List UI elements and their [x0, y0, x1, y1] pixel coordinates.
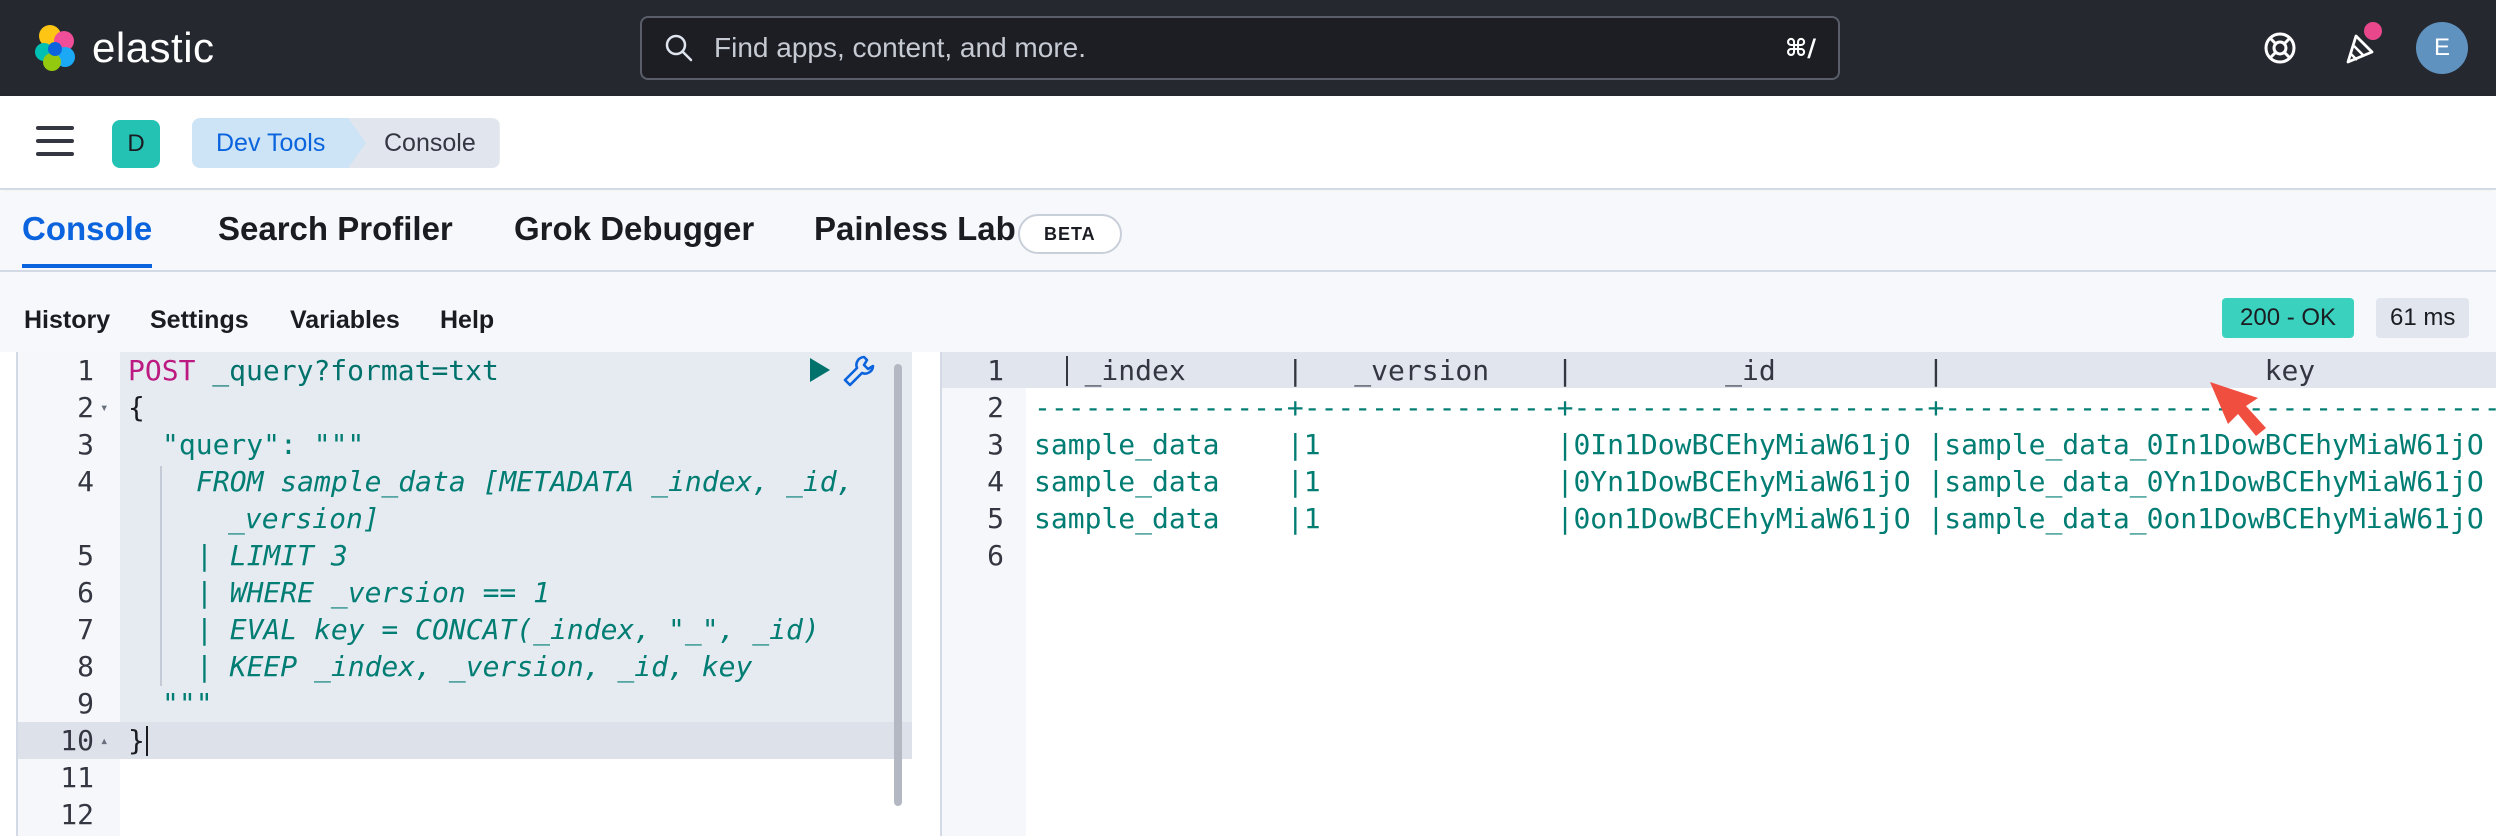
code-line: | EVAL key = CONCAT(_index, "_", _id) [196, 613, 820, 646]
request-duration-badge: 61 ms [2376, 298, 2470, 338]
global-header: elastic Find apps, content, and more. ⌘/… [0, 0, 2496, 96]
annotation-arrow-icon [2210, 382, 2266, 436]
line-number: 9 [77, 687, 94, 720]
space-avatar[interactable]: D [112, 120, 160, 168]
notifications-icon [2346, 34, 2374, 64]
line-number: 3 [77, 428, 94, 461]
beta-badge: BETA [1018, 214, 1122, 254]
tab-search-profiler[interactable]: Search Profiler [218, 210, 453, 247]
line-number: 5 [987, 502, 1004, 535]
elastic-logo[interactable]: elastic [30, 22, 215, 74]
code-line: """ [162, 687, 213, 720]
line-number: 2 [77, 391, 94, 424]
response-output[interactable]: 1 2 3 4 5 6 _index | _version | _id | ke… [940, 352, 2496, 836]
line-number: 1 [987, 354, 1004, 387]
line-number: 4 [987, 465, 1004, 498]
hamburger-icon-line [36, 139, 74, 143]
help-button[interactable] [2256, 24, 2304, 72]
search-shortcut: ⌘/ [1784, 34, 1816, 62]
line-number: 6 [987, 539, 1004, 572]
fold-toggle-icon[interactable]: ▴ [100, 733, 109, 749]
variables-button[interactable]: Variables [290, 306, 400, 334]
line-number: 7 [77, 613, 94, 646]
user-avatar[interactable]: E [2416, 22, 2468, 74]
line-number: 11 [60, 761, 94, 794]
status-badge: 200 - OK [2222, 298, 2355, 338]
notifications-button[interactable] [2336, 22, 2384, 72]
line-number: 4 [77, 465, 94, 498]
history-button[interactable]: History [24, 306, 111, 334]
hamburger-icon-line [36, 126, 74, 130]
help-link[interactable]: Help [440, 306, 495, 334]
result-separator-row: ---------------+---------------+--------… [1034, 391, 2496, 424]
wrench-icon[interactable] [842, 354, 876, 388]
result-row: sample_data |1 |0Yn1DowBCEhyMiaW61jO |sa… [1034, 465, 2484, 498]
editor-scrollbar[interactable] [894, 364, 902, 806]
tab-painless-lab[interactable]: Painless Lab [814, 210, 1016, 247]
line-number: 12 [60, 798, 94, 831]
notification-dot [2364, 22, 2382, 40]
indent-guide [160, 466, 162, 686]
menu-toggle-button[interactable] [36, 126, 74, 156]
search-icon [665, 34, 693, 62]
dev-tools-tabs: Console Search Profiler Grok Debugger Pa… [0, 192, 2496, 272]
line-number: 5 [77, 539, 94, 572]
editor-selection-highlight [120, 352, 912, 722]
code-line: | KEEP _index, _version, _id, key [196, 650, 753, 683]
result-header-row: _index | _version | _id | key [1034, 354, 2496, 387]
code-line: _version] [228, 502, 380, 535]
request-url: _query?format=txt [212, 354, 499, 387]
output-active-line [942, 352, 2496, 388]
text-cursor [146, 726, 148, 756]
editor-active-line [18, 722, 912, 759]
tab-grok-debugger[interactable]: Grok Debugger [514, 210, 755, 247]
breadcrumb-dev-tools[interactable]: Dev Tools [192, 118, 375, 168]
settings-button[interactable]: Settings [150, 306, 249, 334]
code-line: | LIMIT 3 [196, 539, 348, 572]
code-line: } [128, 724, 145, 757]
line-number: 8 [77, 650, 94, 683]
code-line: | WHERE _version == 1 [196, 576, 551, 609]
hamburger-icon-line [36, 152, 74, 156]
console-toolbar: History Settings Variables Help 200 - OK… [0, 272, 2496, 352]
request-line: POST _query?format=txt [128, 354, 499, 387]
request-editor[interactable]: 1 2 3 4 5 6 7 8 9 10 11 12 ▾ ▴ POST _que… [16, 352, 912, 836]
search-placeholder: Find apps, content, and more. [714, 32, 1086, 63]
send-request-icon[interactable] [806, 356, 832, 384]
text-cursor [1066, 356, 1068, 386]
breadcrumb-bar: D Dev Tools Console [0, 96, 2496, 190]
line-number: 3 [987, 428, 1004, 461]
fold-toggle-icon[interactable]: ▾ [100, 400, 109, 416]
output-gutter [942, 352, 1026, 836]
code-line: "query": """ [162, 428, 365, 461]
result-row: sample_data |1 |0on1DowBCEhyMiaW61jO |sa… [1034, 502, 2484, 535]
http-method: POST [128, 354, 196, 387]
line-number: 6 [77, 576, 94, 609]
brand-name: elastic [92, 24, 215, 71]
code-line: FROM sample_data [METADATA _index, _id, [196, 465, 854, 498]
code-line: { [128, 391, 145, 424]
elastic-logo-icon [35, 25, 75, 71]
tab-console[interactable]: Console [22, 210, 153, 268]
result-row: sample_data |1 |0In1DowBCEhyMiaW61jO |sa… [1034, 428, 2484, 461]
line-number: 10 [60, 724, 94, 757]
breadcrumb-console: Console [348, 118, 500, 168]
help-icon [2264, 32, 2296, 64]
line-number: 2 [987, 391, 1004, 424]
global-search-input[interactable]: Find apps, content, and more. ⌘/ [640, 16, 1840, 80]
line-number: 1 [77, 354, 94, 387]
